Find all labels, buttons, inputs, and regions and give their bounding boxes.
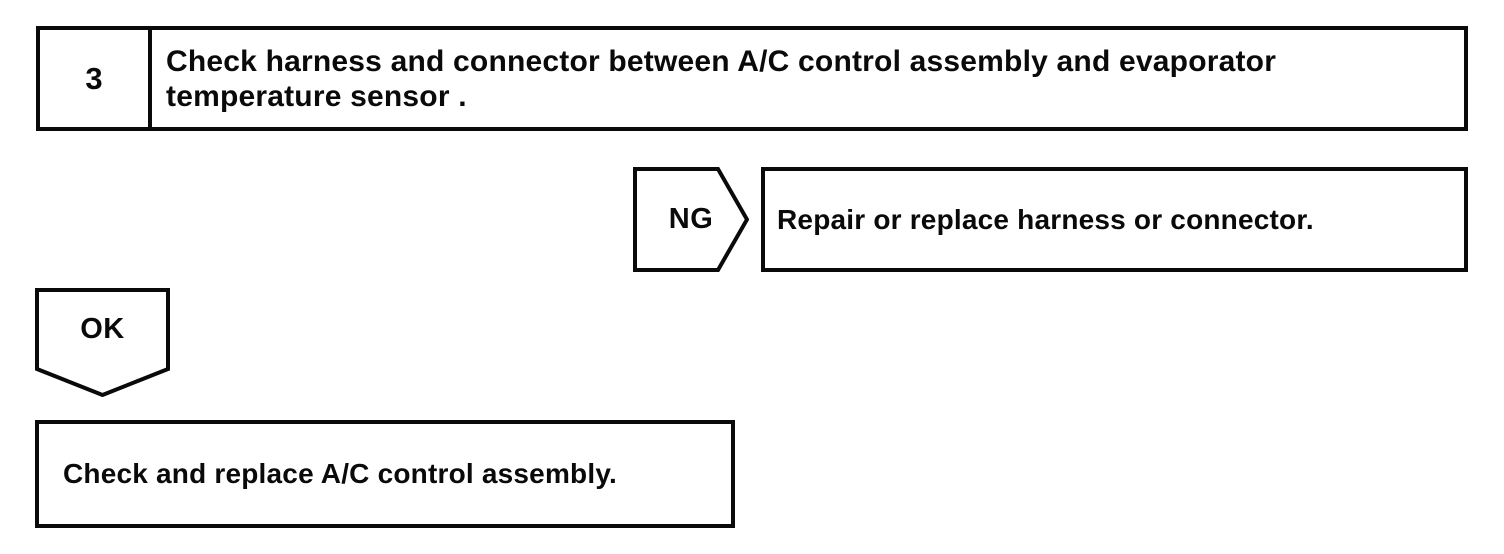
ng-label: NG: [668, 203, 714, 235]
ok-pentagon-shape: [35, 288, 170, 397]
ng-action-text: Repair or replace harness or connector.: [777, 203, 1314, 235]
ng-pentagon-shape: [633, 167, 749, 272]
step-instruction: Check harness and connector between A/C …: [166, 44, 1277, 113]
ng-result-box: Repair or replace harness or connector.: [761, 167, 1468, 272]
ng-connector: NG: [633, 167, 749, 272]
ok-action-text: Check and replace A/C control assembly.: [63, 458, 617, 489]
step-number: 3: [40, 30, 152, 127]
ok-label: OK: [80, 312, 125, 345]
ok-connector: OK: [35, 288, 170, 397]
ok-result-box: Check and replace A/C control assembly.: [35, 420, 735, 528]
step-box: 3 Check harness and connector between A/…: [36, 26, 1468, 131]
